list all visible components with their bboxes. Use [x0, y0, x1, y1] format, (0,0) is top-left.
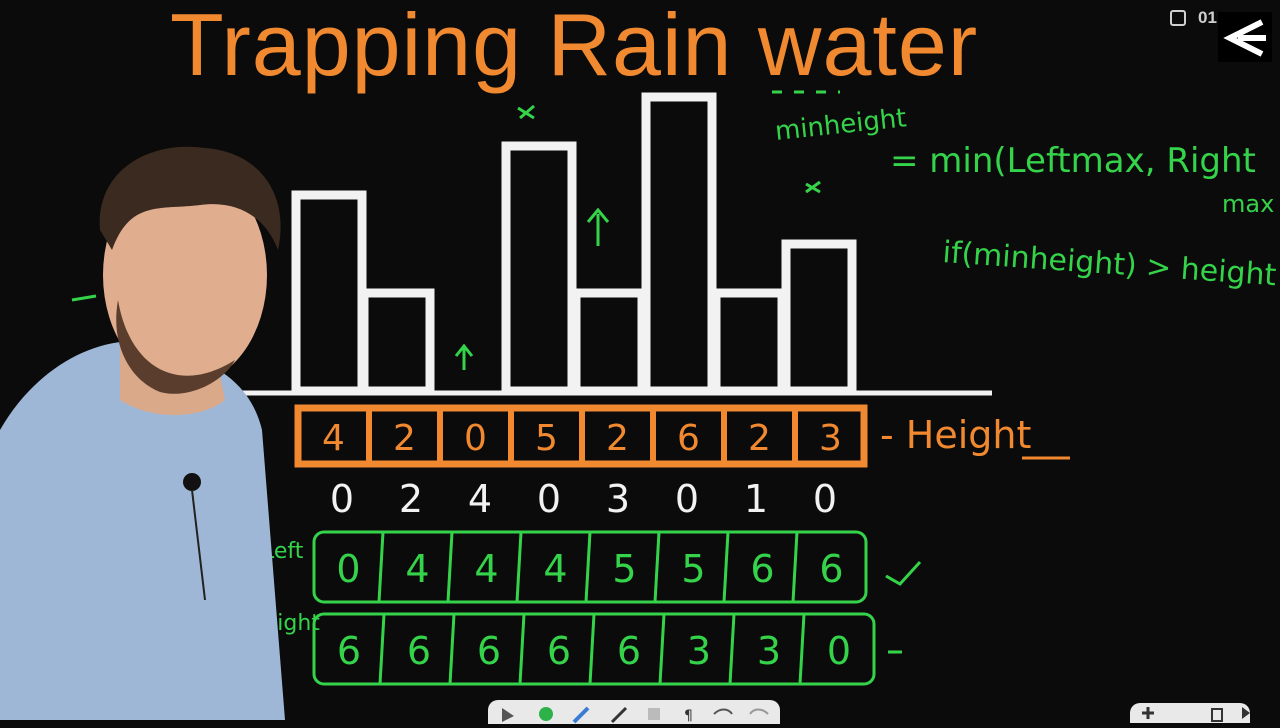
height-value: 0: [464, 418, 487, 459]
histogram-bar: [711, 288, 787, 396]
add-page-icon[interactable]: [1142, 707, 1154, 719]
presenter: [0, 146, 285, 720]
cross-mark-icon-2: [805, 180, 821, 194]
array-value: 3: [687, 629, 711, 673]
histogram-bar: [359, 288, 435, 396]
bookmark-icon[interactable]: [1170, 10, 1186, 26]
page-title: Trapping Rain water: [170, 0, 979, 94]
formula-line-2: = min(Leftmax, Right: [890, 141, 1256, 181]
array-value: 6: [750, 547, 774, 591]
cross-mark-icon: [517, 104, 535, 120]
array-cell-divider: [653, 531, 661, 603]
histogram-bar: [571, 288, 647, 396]
array-value: 5: [612, 547, 636, 591]
array-cell-divider: [518, 613, 526, 685]
water-value: 0: [675, 477, 699, 521]
logo-icon: [1223, 19, 1266, 57]
presenter-face: [103, 165, 267, 385]
array-cell-divider: [588, 613, 596, 685]
undo-icon[interactable]: [713, 708, 733, 715]
array-value: 0: [336, 547, 360, 591]
text-tool-icon[interactable]: ¶: [684, 708, 693, 724]
formula-line-1: minheight: [774, 103, 908, 147]
array-cell-divider: [448, 613, 456, 685]
corner-time: 01: [1198, 8, 1217, 27]
array-value: 4: [474, 547, 498, 591]
array-value: 4: [543, 547, 567, 591]
histogram-bar: [781, 239, 857, 396]
arrow-up-icon-2: [586, 207, 610, 246]
mic-cable: [191, 489, 206, 601]
formula-line-3: if(minheight) > height: [941, 235, 1277, 293]
presenter-hair: [99, 146, 281, 250]
array-cell-divider: [446, 531, 454, 603]
water-value: 3: [606, 477, 630, 521]
side-mark: [71, 294, 97, 302]
array-cell-divider: [584, 531, 592, 603]
eraser-icon[interactable]: [648, 708, 660, 720]
array-value: 4: [405, 547, 429, 591]
height-value: 2: [393, 418, 416, 459]
array-value: 6: [547, 629, 571, 673]
height-value: 2: [748, 418, 771, 459]
water-value: 2: [399, 477, 423, 521]
microphone-icon: [183, 473, 201, 491]
pointer-icon[interactable]: [502, 708, 514, 722]
height-label: - Height: [880, 413, 1031, 457]
array-cell-divider: [658, 613, 666, 685]
array-cell-divider: [798, 613, 806, 685]
water-value: 1: [744, 477, 768, 521]
array-value: 5: [681, 547, 705, 591]
arrow-up-icon: [454, 343, 474, 370]
array-value: 0: [827, 629, 851, 673]
channel-logo: [1218, 12, 1272, 62]
array-cell-divider: [378, 613, 386, 685]
array-value: 6: [337, 629, 361, 673]
water-value: 4: [468, 477, 492, 521]
array-cell-divider: [377, 531, 385, 603]
check-mark-icon: [885, 560, 922, 586]
array-value: 6: [477, 629, 501, 673]
array-value: 3: [757, 629, 781, 673]
height-value: 6: [677, 418, 700, 459]
array-value: 6: [407, 629, 431, 673]
water-value: 0: [813, 477, 837, 521]
height-value: 4: [322, 418, 345, 459]
presenter-shirt: [0, 341, 285, 720]
pen-icon[interactable]: [539, 707, 553, 721]
array-value: 6: [819, 547, 843, 591]
height-value: 5: [535, 418, 558, 459]
redo-icon[interactable]: [749, 708, 769, 715]
array-cell-divider: [515, 531, 523, 603]
histogram-bar: [291, 190, 367, 396]
next-page-icon[interactable]: [1242, 707, 1250, 719]
page-toolbar[interactable]: [1130, 703, 1250, 723]
histogram-bar: [501, 141, 577, 396]
presenter-beard: [116, 300, 235, 394]
array-value: 6: [617, 629, 641, 673]
array-cell-divider: [728, 613, 736, 685]
drawing-toolbar[interactable]: ¶: [488, 700, 780, 724]
water-value: 0: [537, 477, 561, 521]
array-cell-divider: [791, 531, 799, 603]
water-value: 0: [330, 477, 354, 521]
height-value: 2: [606, 418, 629, 459]
pages-icon[interactable]: [1211, 708, 1223, 722]
histogram-bar: [641, 92, 717, 396]
array-cell-divider: [722, 531, 730, 603]
formula-line-2b: max: [1222, 190, 1274, 218]
height-value: 3: [819, 418, 842, 459]
